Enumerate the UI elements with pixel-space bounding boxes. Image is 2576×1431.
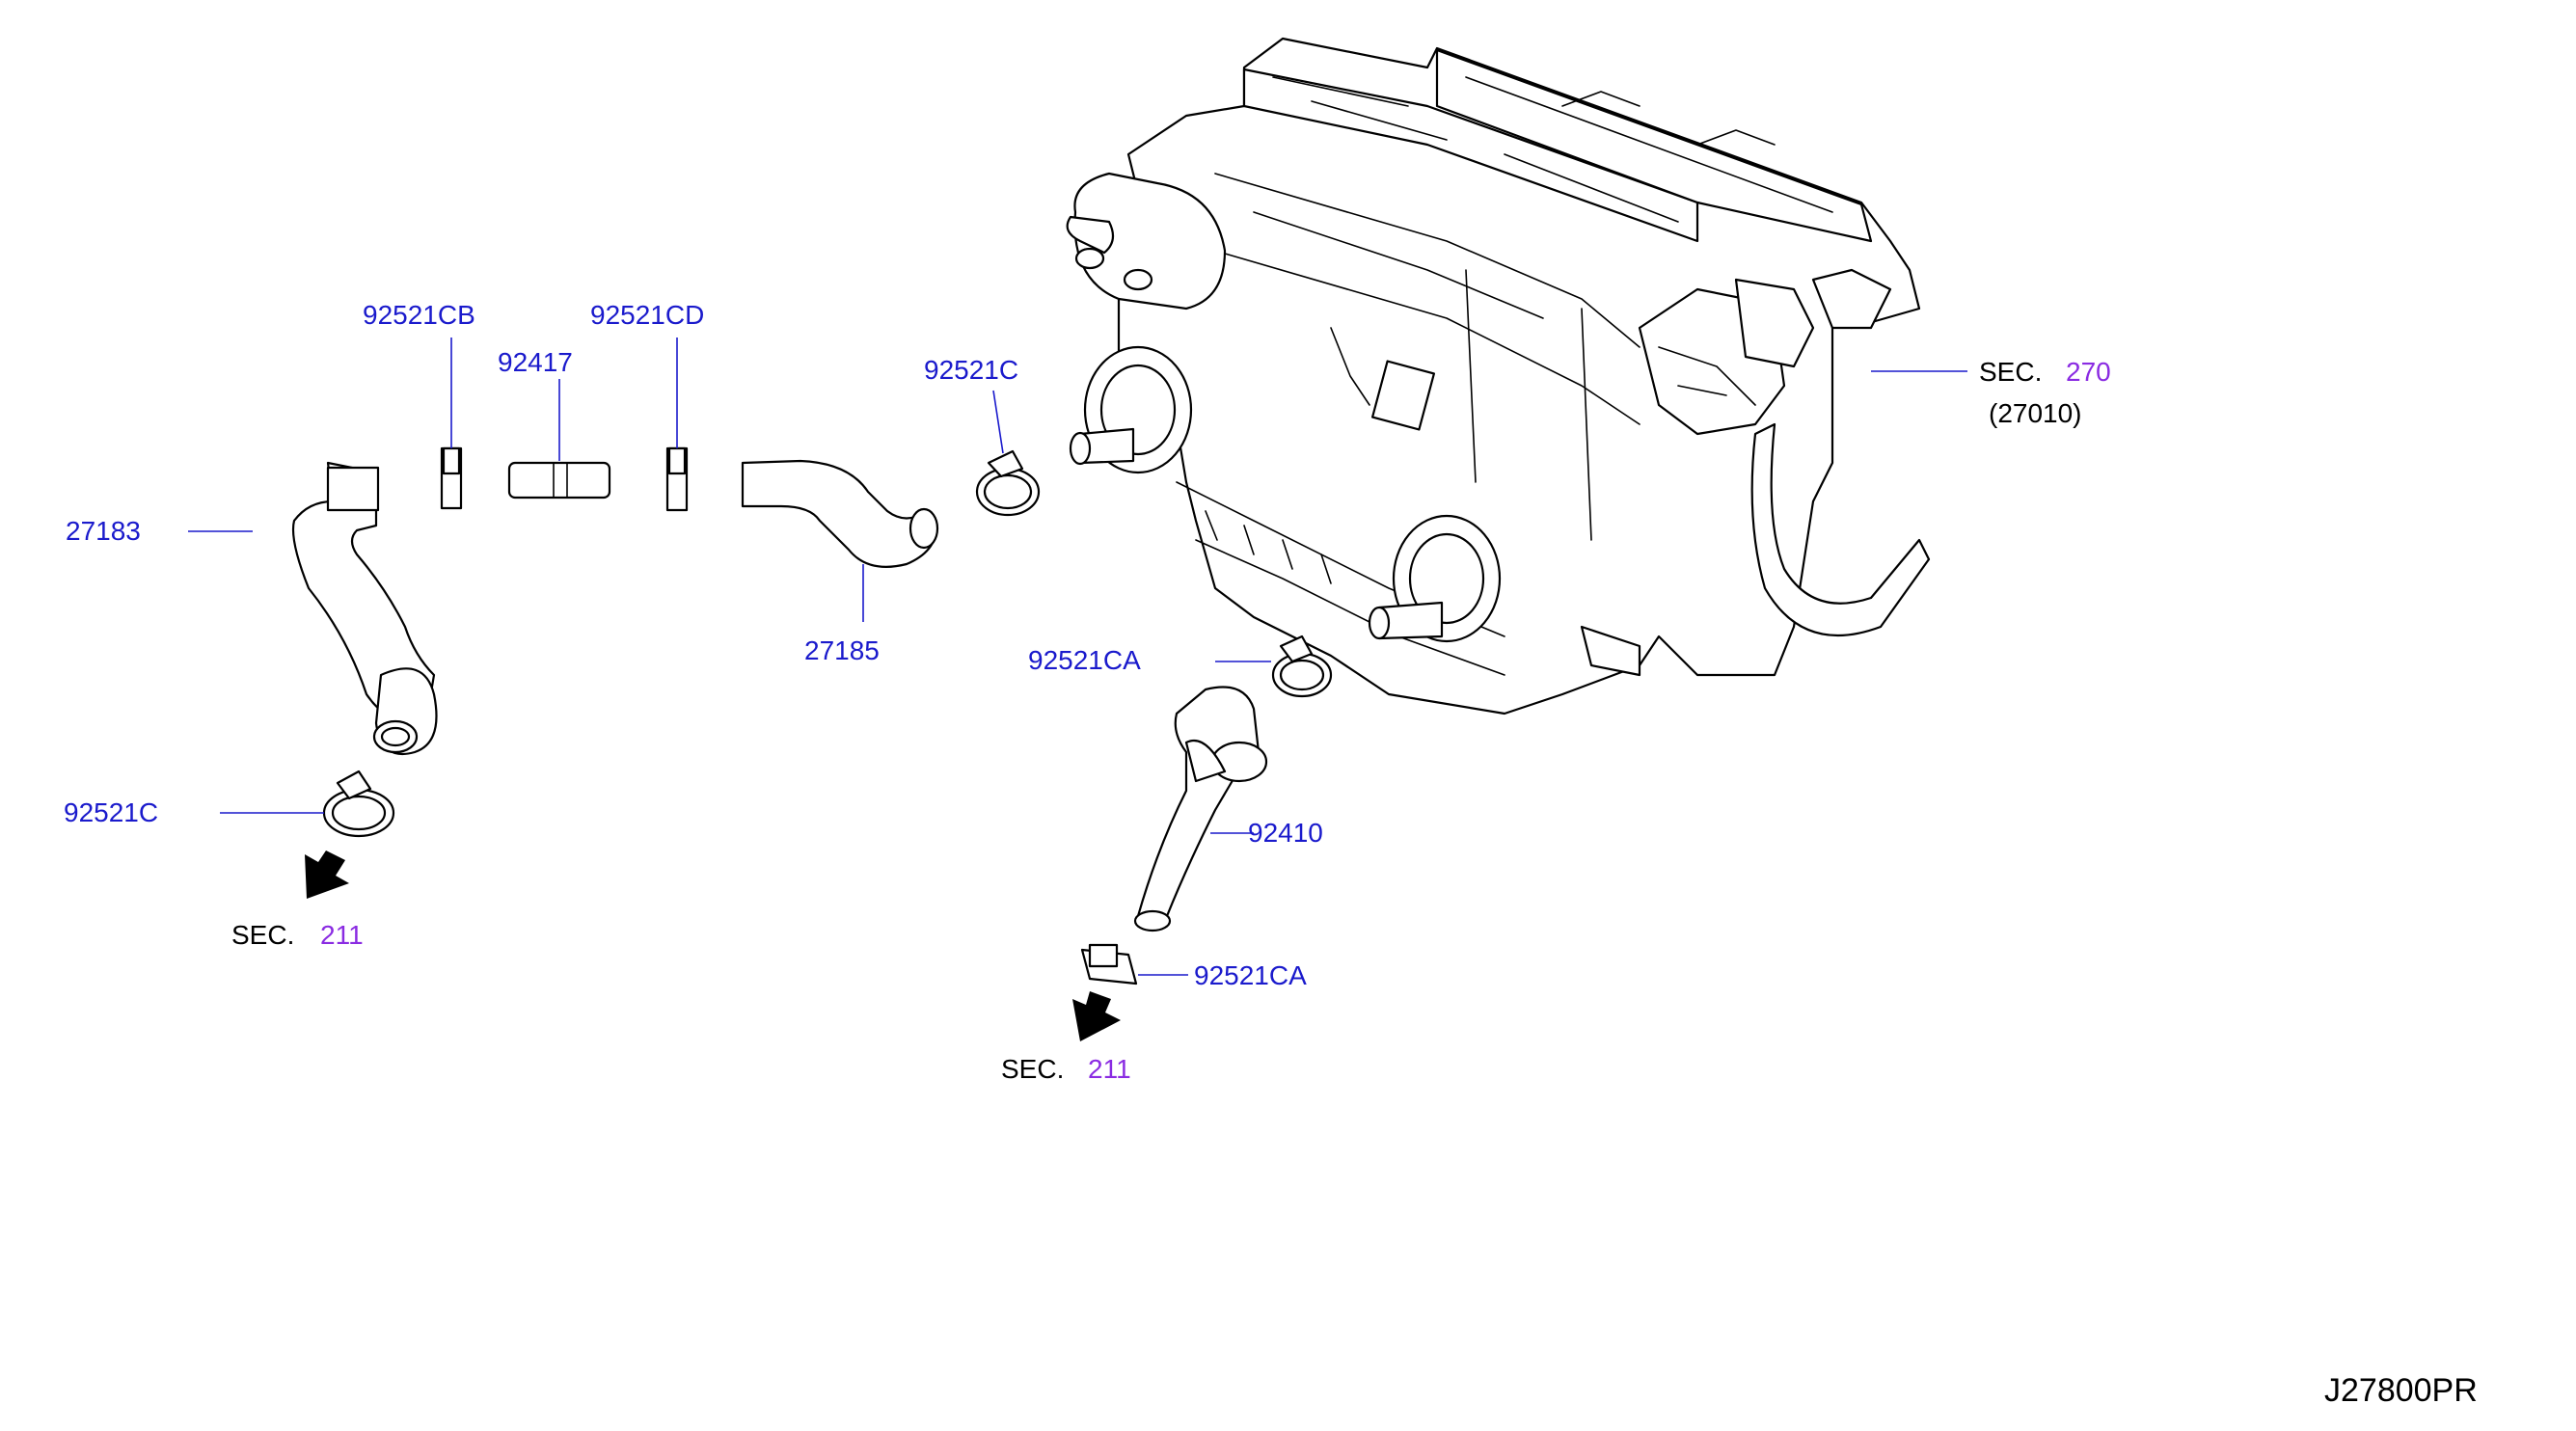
clamp-92521c-top [975, 449, 1041, 517]
label-92417[interactable]: 92417 [498, 347, 573, 377]
label-92521c-top[interactable]: 92521C [924, 355, 1018, 385]
hose-27183 [291, 461, 438, 756]
clamp-92521c-left [322, 770, 395, 838]
section-prefix: SEC. [1979, 357, 2042, 387]
clamp-92521cb [440, 446, 463, 510]
section-number[interactable]: 211 [1088, 1054, 1131, 1084]
arrow-left-outlet [305, 850, 349, 899]
clamp-92521ca-lower [1080, 943, 1138, 986]
clamp-92521ca-upper [1271, 634, 1333, 698]
label-92521ca-lower[interactable]: 92521CA [1194, 960, 1307, 990]
hose-27185 [741, 459, 939, 568]
section-ref-211-left[interactable]: SEC. 211 [231, 920, 364, 950]
arrow-right-outlet [1072, 991, 1121, 1041]
section-ref-270[interactable]: SEC. 270 (27010) [1979, 357, 2111, 428]
label-92521c-left[interactable]: 92521C [64, 797, 158, 827]
leader-92521c-top [992, 390, 1004, 454]
section-subref: (27010) [1989, 398, 2082, 428]
section-number[interactable]: 270 [2066, 357, 2111, 387]
joint-92417 [507, 461, 611, 500]
heater-unit [1066, 37, 1931, 716]
section-number[interactable]: 211 [320, 920, 364, 950]
label-27183[interactable]: 27183 [66, 516, 141, 546]
clamp-92521cd [665, 446, 689, 512]
label-92521ca-upper[interactable]: 92521CA [1028, 645, 1141, 675]
label-92410[interactable]: 92410 [1248, 818, 1323, 848]
section-prefix: SEC. [1001, 1054, 1064, 1084]
section-ref-211-right[interactable]: SEC. 211 [1001, 1054, 1131, 1084]
hose-92410 [1133, 686, 1268, 932]
label-92521cd[interactable]: 92521CD [590, 300, 704, 330]
section-prefix: SEC. [231, 920, 294, 950]
label-27185[interactable]: 27185 [804, 635, 880, 665]
diagram-code: J27800PR [2324, 1372, 2478, 1409]
label-92521cb[interactable]: 92521CB [363, 300, 475, 330]
